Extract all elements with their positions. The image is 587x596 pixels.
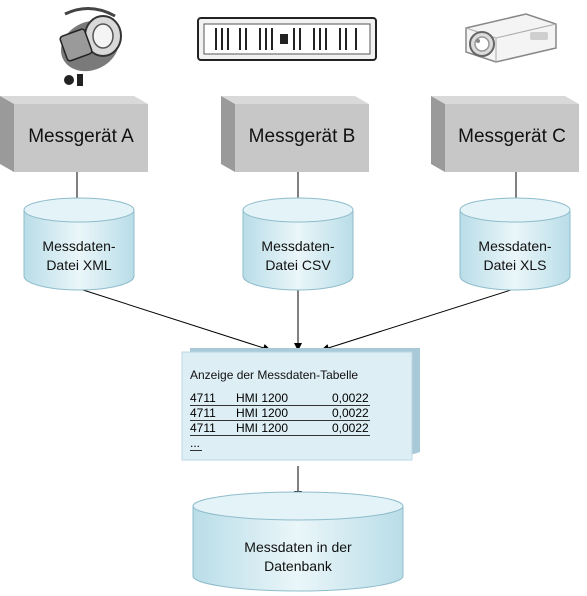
file-label-csv-line1: Messdaten- <box>261 238 335 254</box>
database-label-line2: Datenbank <box>264 558 332 574</box>
cylinder-database <box>192 491 404 592</box>
file-label-xml-line1: Messdaten- <box>42 238 116 254</box>
table-row: 4711 HMI 1200 0,0022 <box>190 407 370 421</box>
device-box-a <box>0 96 148 172</box>
arrow-file-a-to-table <box>79 288 271 352</box>
row-name: HMI 1200 <box>236 391 289 405</box>
projector-icon <box>465 13 557 63</box>
table-row: 4711 HMI 1200 0,0022 <box>190 392 370 406</box>
database-label: Messdaten in der Datenbank <box>191 538 405 576</box>
stage-spotlight-icon <box>59 7 122 86</box>
file-label-xml-line2: Datei XML <box>46 257 112 273</box>
database-label-line1: Messdaten in der <box>244 539 352 555</box>
device-label-a: Messgerät A <box>28 126 134 147</box>
table-ellipsis: ... <box>190 436 202 451</box>
cylinder-file-xml <box>23 197 135 291</box>
row-name: HMI 1200 <box>236 406 289 420</box>
file-label-xml: Messdaten- Datei XML <box>22 237 136 275</box>
file-label-xls: Messdaten- Datei XLS <box>458 237 572 275</box>
rack-amplifier-icon <box>197 17 377 61</box>
file-label-csv-line2: Datei CSV <box>265 257 331 273</box>
row-value: 0,0022 <box>332 421 369 435</box>
row-value: 0,0022 <box>332 391 369 405</box>
row-id: 4711 <box>190 421 216 435</box>
row-id: 4711 <box>190 406 216 420</box>
file-label-xls-line1: Messdaten- <box>478 238 552 254</box>
row-name: HMI 1200 <box>236 421 289 435</box>
row-id: 4711 <box>190 391 216 405</box>
row-value: 0,0022 <box>332 406 369 420</box>
device-box-b <box>221 96 369 172</box>
file-label-csv: Messdaten- Datei CSV <box>241 237 355 275</box>
table-row: 4711 HMI 1200 0,0022 <box>190 422 370 436</box>
cylinder-file-xls <box>459 197 571 291</box>
device-label-b: Messgerät B <box>248 126 356 147</box>
arrow-file-c-to-table <box>321 288 515 352</box>
cylinder-file-csv <box>242 197 354 291</box>
file-label-xls-line2: Datei XLS <box>483 257 547 273</box>
device-box-c <box>431 96 579 172</box>
table-title: Anzeige der Messdaten-Tabelle <box>190 368 359 382</box>
device-label-c: Messgerät C <box>458 126 566 147</box>
table-document-shape <box>181 348 420 461</box>
